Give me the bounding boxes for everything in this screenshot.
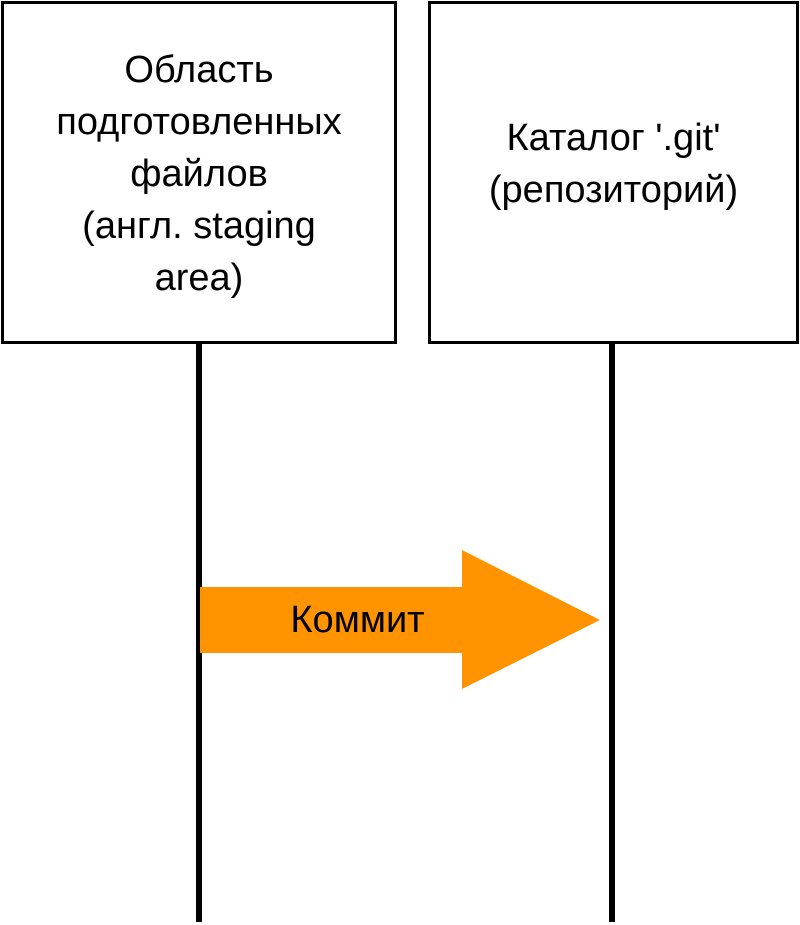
staging-area-lifeline xyxy=(196,344,202,922)
git-repository-box: Каталог '.git' (репозиторий) xyxy=(428,1,799,344)
git-repository-lifeline xyxy=(609,344,615,922)
commit-arrow-label: Коммит xyxy=(290,598,425,641)
git-repository-label: Каталог '.git' (репозиторий) xyxy=(488,116,739,211)
staging-area-label: Область подготовленных файлов (англ. sta… xyxy=(56,49,342,299)
staging-area-box: Область подготовленных файлов (англ. sta… xyxy=(1,1,397,344)
